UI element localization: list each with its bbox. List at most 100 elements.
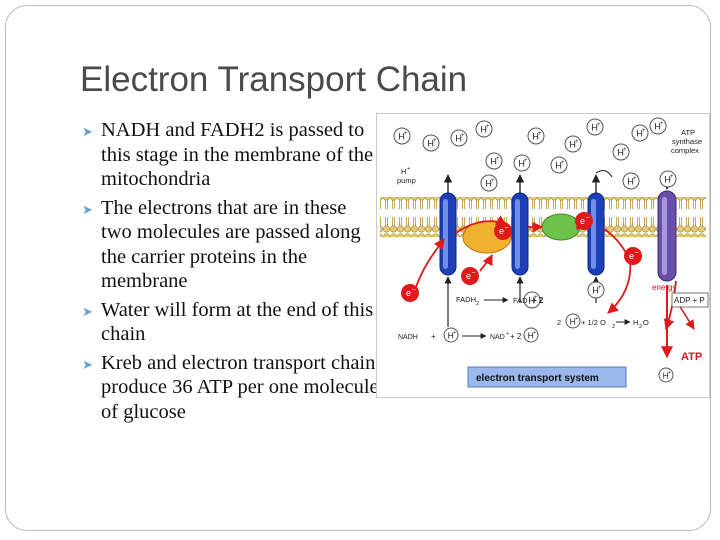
svg-text:H: H (427, 139, 434, 149)
svg-text:H: H (663, 370, 669, 380)
bullet-item-2: ➤ The electrons that are in these two mol… (82, 196, 382, 294)
svg-text:−: − (412, 287, 416, 294)
bullet-marker-icon: ➤ (82, 303, 93, 319)
svg-text:H: H (569, 140, 576, 150)
svg-text:+ 2: + 2 (532, 296, 544, 305)
bullet-text: NADH and FADH2 is passed to this stage i… (101, 119, 374, 190)
etc-diagram: H+ H+ H+ H+ H+ H+ H+ H+ H+ H+ H+ H+ H+ H… (376, 113, 710, 398)
svg-text:H: H (518, 159, 525, 169)
svg-text:e: e (466, 271, 471, 281)
svg-text:e: e (629, 251, 634, 261)
h-pump-label-1: H (401, 167, 406, 176)
svg-text:+: + (407, 166, 410, 172)
svg-text:H: H (592, 286, 599, 296)
svg-text:+: + (506, 331, 509, 337)
bullet-marker-icon: ➤ (82, 201, 93, 217)
svg-text:H: H (532, 132, 539, 142)
svg-text:H: H (570, 316, 576, 326)
svg-text:e: e (406, 288, 411, 298)
carrier-proteins (439, 190, 677, 282)
bullet-marker-icon: ➤ (82, 356, 93, 372)
svg-text:H: H (627, 177, 634, 187)
svg-text:H: H (591, 123, 598, 133)
system-label: electron transport system (476, 373, 599, 384)
bullet-list: ➤ NADH and FADH2 is passed to this stage … (82, 118, 382, 428)
svg-text:e: e (580, 216, 585, 226)
adp-box (671, 292, 709, 308)
atp-label: ATP (681, 351, 702, 363)
water-eq-rhs: H (633, 318, 638, 327)
electrons: e− e− e− e− e− (401, 212, 642, 302)
bullet-item-1: ➤ NADH and FADH2 is passed to this stage … (82, 118, 382, 192)
svg-text:−: − (472, 270, 476, 277)
svg-text:+: + (575, 316, 578, 322)
svg-text:+: + (633, 176, 637, 182)
svg-text:e: e (499, 226, 504, 236)
complex-green (541, 213, 581, 241)
svg-text:H: H (480, 125, 487, 135)
atp-synthase-label-2: synthase (672, 137, 702, 146)
svg-text:+ 1/2 O: + 1/2 O (581, 318, 606, 327)
bullet-text: The electrons that are in these two mole… (101, 196, 361, 293)
svg-text:+: + (461, 133, 465, 139)
svg-text:H: H (528, 296, 535, 306)
proton-label: H (398, 132, 405, 142)
svg-text:+: + (453, 330, 456, 336)
svg-text:+: + (597, 122, 601, 128)
svg-text:−: − (505, 225, 509, 232)
bullet-item-4: ➤ Kreb and electron transport chain produ… (82, 351, 382, 425)
atp-synthase-label-3: complex (671, 146, 699, 155)
h-pump-label-2: pump (397, 176, 416, 185)
protons: H+ H+ H+ H+ H+ H+ H+ H+ H+ H+ H+ H+ H+ H… (393, 117, 677, 383)
svg-text:+ 2: + 2 (510, 332, 522, 341)
svg-text:+: + (561, 160, 565, 166)
bullet-text: Water will form at the end of this chain (101, 298, 374, 346)
svg-text:−: − (635, 250, 639, 257)
svg-text:+: + (598, 285, 602, 291)
nadh-label: NADH (398, 334, 418, 341)
svg-text:+: + (496, 156, 500, 162)
svg-text:+: + (533, 330, 536, 336)
reaction-equations: FADH 2 FAD + 2 2 + 1/2 O 2 H 2 O NADH + … (398, 295, 649, 341)
svg-text:H: H (654, 122, 661, 132)
svg-text:+: + (491, 178, 495, 184)
svg-text:H: H (455, 134, 462, 144)
bullet-item-3: ➤ Water will form at the end of this chai… (82, 298, 382, 347)
svg-text:−: − (586, 215, 590, 222)
bullet-text: Kreb and electron transport chain produc… (101, 351, 379, 423)
svg-text:H: H (485, 179, 492, 189)
svg-text:H: H (528, 330, 534, 340)
svg-text:H: H (448, 330, 454, 340)
protein-1-highlight (443, 199, 448, 269)
svg-text:O: O (643, 318, 649, 327)
adp-label: ADP + P (674, 296, 705, 305)
fad-label: FAD (513, 296, 528, 305)
svg-text:+: + (575, 139, 579, 145)
svg-text:2: 2 (476, 301, 479, 307)
svg-text:H: H (490, 157, 497, 167)
svg-text:H: H (617, 148, 624, 158)
bullet-marker-icon: ➤ (82, 124, 93, 139)
svg-text:+: + (538, 131, 542, 137)
atp-synthase-highlight (662, 197, 667, 275)
svg-text:H: H (636, 129, 643, 139)
protein-2-highlight (515, 199, 520, 269)
svg-text:H: H (555, 161, 562, 171)
svg-text:+: + (404, 131, 408, 137)
protein-3-highlight (591, 199, 596, 269)
atp-synthase-label-1: ATP (681, 128, 695, 137)
svg-text:+: + (670, 174, 674, 180)
svg-text:2: 2 (612, 324, 615, 330)
energy-label: energy (652, 283, 676, 292)
svg-text:+: + (668, 370, 671, 376)
svg-text:H: H (664, 175, 671, 185)
svg-text:2: 2 (639, 324, 642, 330)
nad-label: NAD (490, 334, 505, 341)
water-eq-lhs: 2 (557, 318, 561, 327)
svg-text:+: + (660, 121, 664, 127)
system-label-box (467, 366, 627, 388)
svg-text:+: + (642, 128, 646, 134)
svg-text:+: + (534, 295, 538, 301)
slide-title: Electron Transport Chain (80, 60, 468, 99)
diagram-labels: ATP synthase complex H + pump energy ADP… (397, 128, 709, 363)
